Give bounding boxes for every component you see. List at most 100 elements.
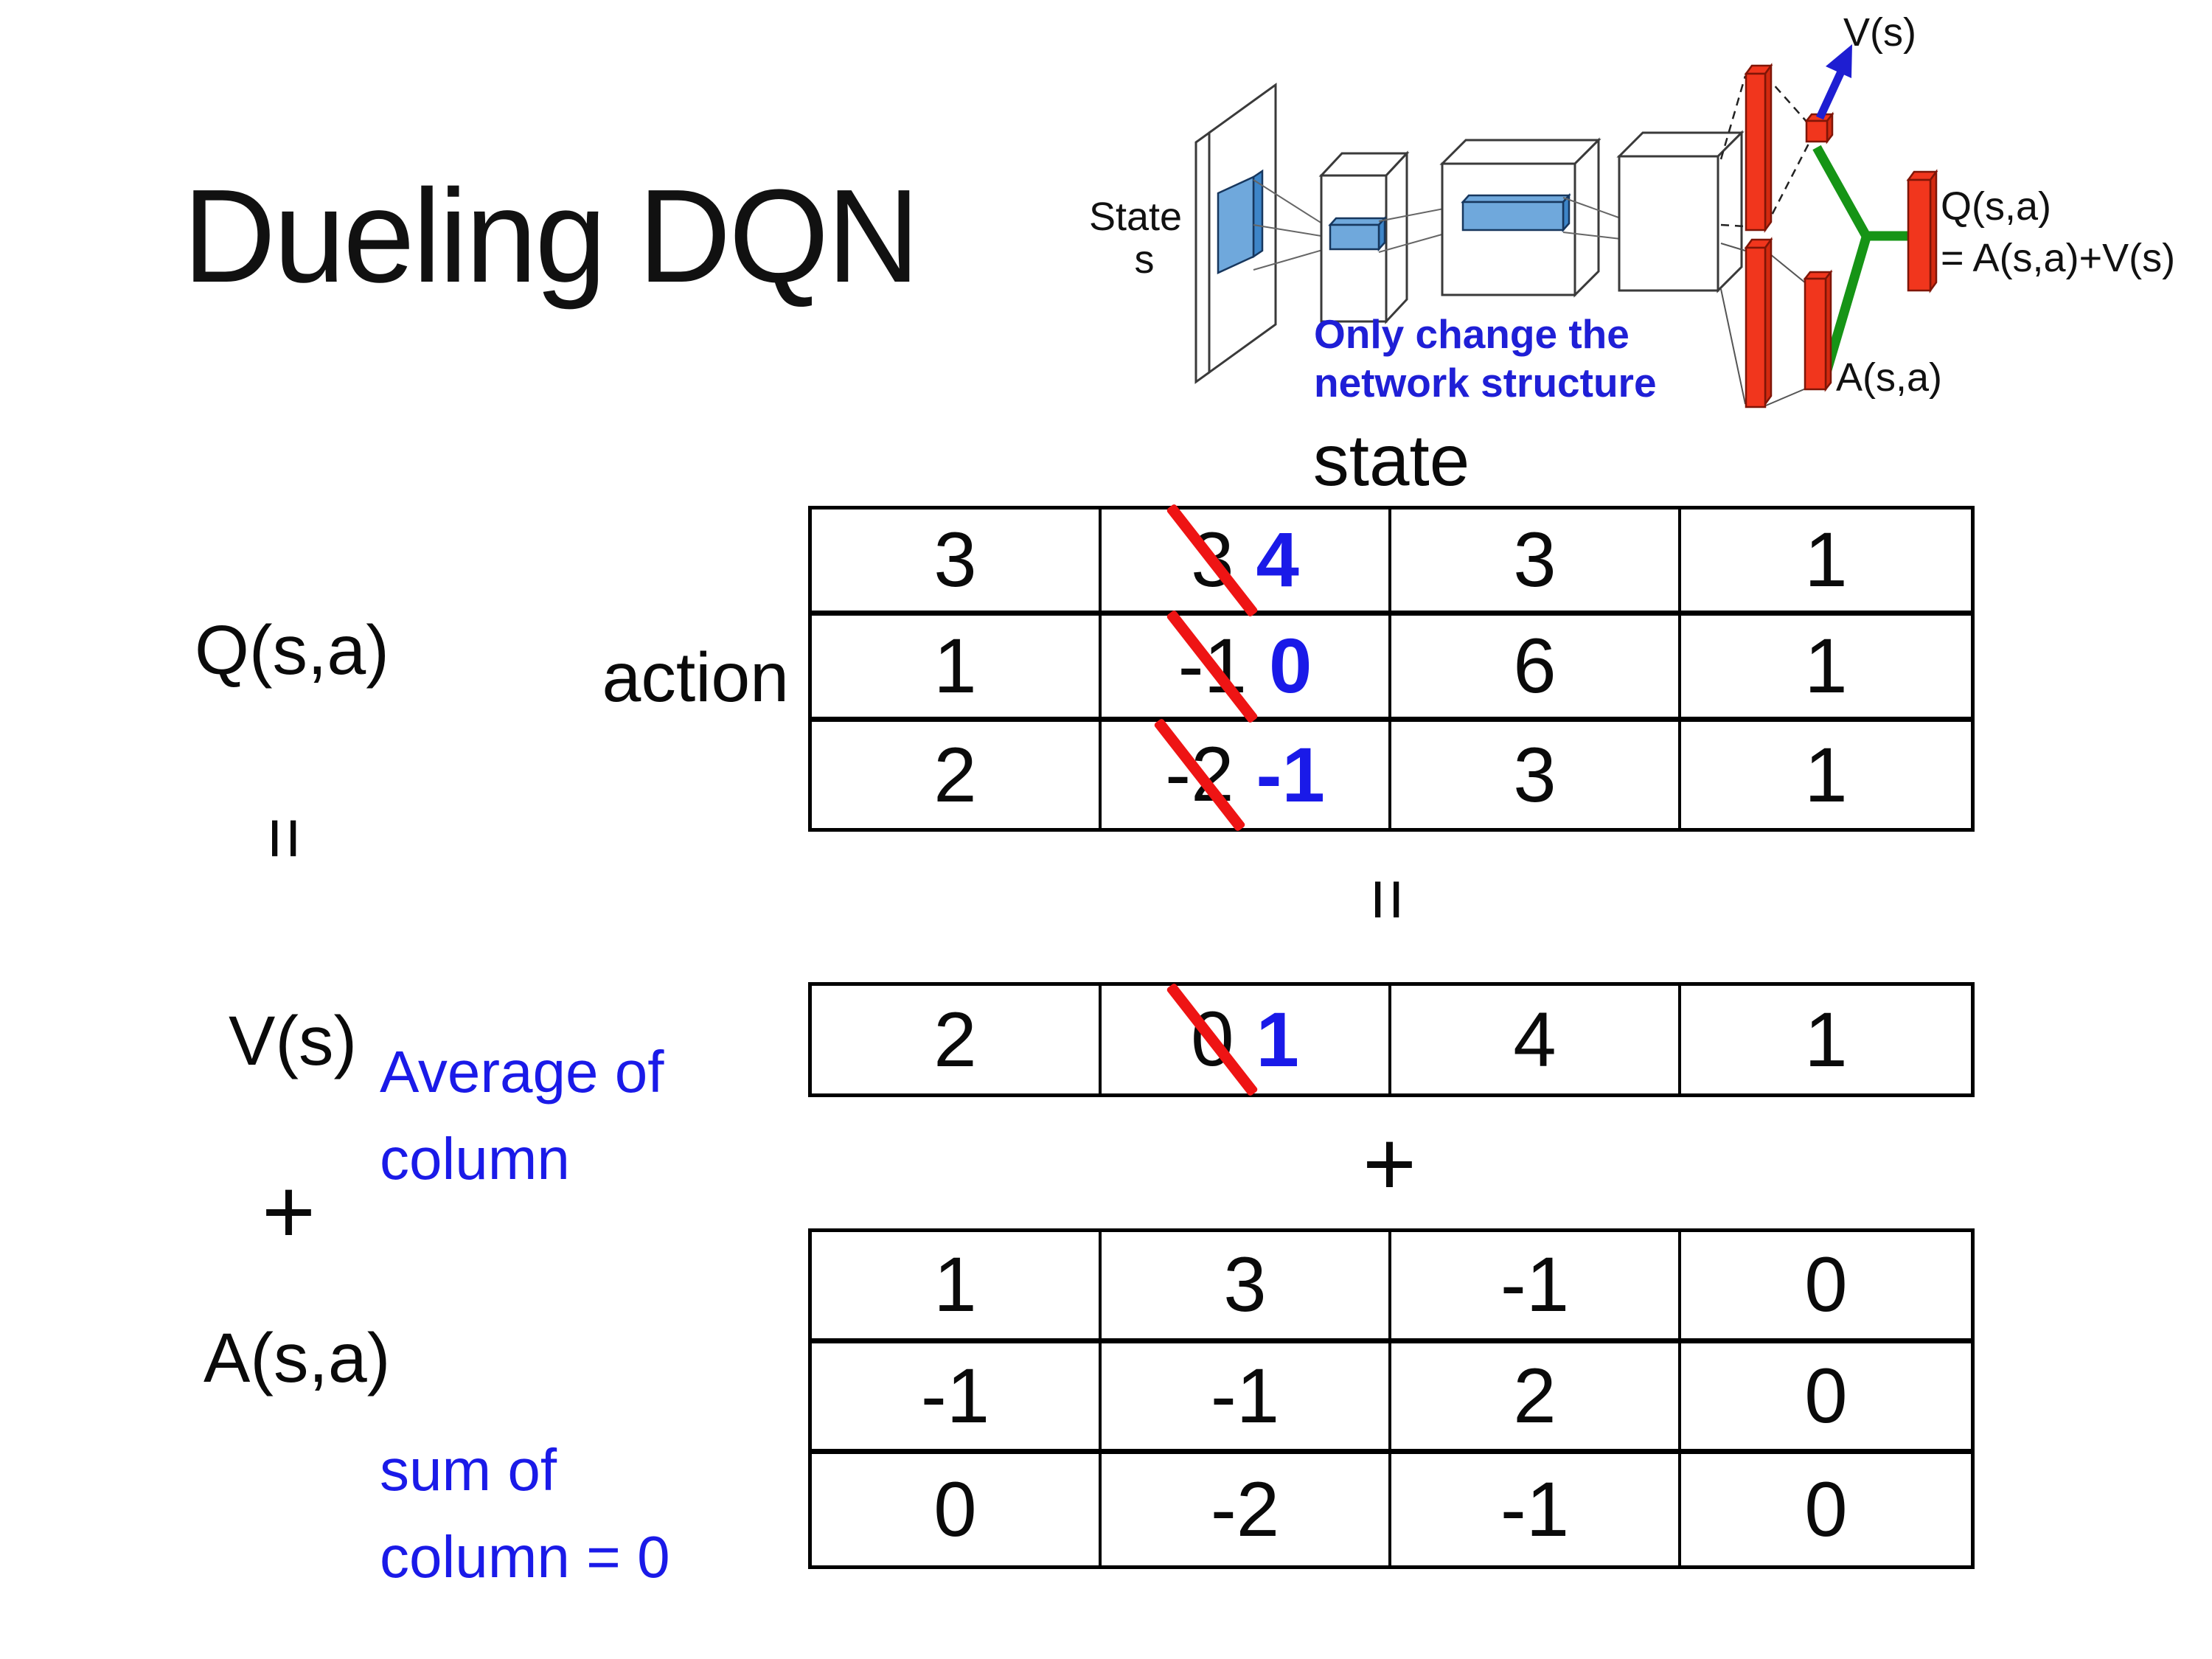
cell-value: 1 <box>933 623 977 709</box>
sum-of-column-note: sum of column = 0 <box>380 1427 670 1601</box>
table-cell: 1 <box>812 616 1102 722</box>
advantage-table: 1 3 -1 0 -1 -1 2 0 0 -2 -1 0 <box>808 1228 1975 1569</box>
input-panel-side <box>1194 131 1211 384</box>
plus-sign-left: + <box>262 1160 316 1263</box>
table-cell: 2 <box>1391 1343 1681 1455</box>
v-vector-label: V(s) <box>229 1002 358 1080</box>
cell-value: 0 <box>1804 1352 1848 1439</box>
corrected-value: -1 <box>1256 731 1325 818</box>
cell-value: -2 <box>1210 1467 1280 1554</box>
dashed-connection <box>1764 142 1811 227</box>
dashed-connection <box>1720 223 1746 228</box>
crossed-value: 0 <box>1166 982 1259 1097</box>
value-scalar-node <box>1804 111 1834 145</box>
table-cell: -1 <box>1391 1232 1681 1343</box>
cell-value: 1 <box>933 1242 977 1329</box>
connection-line <box>1253 224 1331 238</box>
v-output-arrow-head <box>1826 44 1852 78</box>
table-cell: -1 <box>812 1343 1102 1455</box>
corrected-value: 1 <box>1256 996 1299 1083</box>
table-cell: 1 <box>1681 722 1971 828</box>
conv-box-1-side <box>1385 150 1408 324</box>
cell-value: 1 <box>1804 731 1848 818</box>
advantage-vector-bar <box>1803 269 1833 392</box>
table-cell: -1 <box>1102 1343 1391 1455</box>
cell-value: 3 <box>1513 517 1557 603</box>
cell-value: 1 <box>1804 623 1848 709</box>
connection-line <box>1253 179 1331 229</box>
solid-connection <box>1765 388 1806 406</box>
table-cell: 3 <box>1391 722 1681 828</box>
table-cell-corrected: -1 0 <box>1102 608 1391 724</box>
conv-box-2-top <box>1439 139 1601 165</box>
table-cell: 1 <box>1681 509 1971 616</box>
diagram-state-label: State <box>1089 195 1182 239</box>
equals-sign-left: = <box>237 790 333 886</box>
v-value-table: 2 0 1 4 1 <box>808 982 1975 1097</box>
feature-bar-1-top <box>1328 217 1387 226</box>
conv-filter <box>1217 175 1255 274</box>
table-cell: 0 <box>1681 1454 1971 1565</box>
table-cell: -2 <box>1102 1454 1391 1565</box>
crossed-value: 3 <box>1166 502 1259 618</box>
table-cell: 3 <box>1391 509 1681 616</box>
feature-bar-2 <box>1461 201 1565 232</box>
table-cell: 2 <box>812 722 1102 828</box>
cell-value: -1 <box>1500 1467 1570 1554</box>
table-cell-corrected: -2 -1 <box>1102 717 1391 832</box>
diagram-note-line1: Only change the <box>1314 311 1630 357</box>
dashed-connection <box>1765 75 1809 124</box>
diagram-q-label: Q(s,a) <box>1941 184 2051 229</box>
table-cell: -1 <box>1391 1454 1681 1565</box>
cell-value: 0 <box>1804 1242 1848 1329</box>
conv-box-3 <box>1618 155 1719 292</box>
crossed-value: -1 <box>1166 608 1259 724</box>
table-cell: 0 <box>1681 1343 1971 1455</box>
solid-connection <box>1720 288 1746 405</box>
table-cell: 3 <box>812 509 1102 616</box>
equals-glyph: = <box>243 816 326 860</box>
q-matrix-label: Q(s,a) <box>195 611 389 689</box>
cell-value: 2 <box>933 996 977 1083</box>
solid-connection <box>1765 250 1806 284</box>
cell-value: -1 <box>920 1352 990 1439</box>
state-header: state <box>1312 420 1470 501</box>
slide-title: Dueling DQN <box>183 162 919 310</box>
feature-bar-2-top <box>1461 194 1571 204</box>
a-matrix-label: A(s,a) <box>204 1319 391 1397</box>
table-cell: 1 <box>812 1232 1102 1343</box>
equals-glyph: = <box>1346 877 1430 921</box>
q-value-table: 3 3 4 3 1 1 -1 0 6 1 2 -2 -1 3 1 <box>808 502 1975 832</box>
dueling-network-diagram: State s V(s) Q(s,a) = A(s,a)+V(s) A(s,a)… <box>1089 10 2175 408</box>
advantage-stream-merge-line <box>1820 236 1871 379</box>
diagram-v-label: V(s) <box>1843 10 1916 55</box>
table-cell-corrected: 0 1 <box>1102 982 1391 1097</box>
diagram-note-line2: network structure <box>1314 360 1657 406</box>
advantage-fc-bar <box>1744 237 1773 408</box>
table-cell-corrected: 3 4 <box>1102 502 1391 618</box>
dashed-connection <box>1719 75 1747 160</box>
crossed-value: -2 <box>1152 717 1246 832</box>
cell-value: 0 <box>1804 1467 1848 1554</box>
corrected-value: 4 <box>1256 517 1299 603</box>
cell-value: 0 <box>933 1467 977 1554</box>
action-label: action <box>602 639 789 717</box>
diagram-q-formula: = A(s,a)+V(s) <box>1941 236 2175 280</box>
feature-bar-1 <box>1329 223 1380 251</box>
table-cell: 2 <box>812 986 1102 1093</box>
diagram-a-label: A(s,a) <box>1836 355 1942 400</box>
table-cell: 6 <box>1391 616 1681 722</box>
average-of-column-note: Average of column <box>380 1029 664 1203</box>
table-cell: 1 <box>1681 616 1971 722</box>
connection-line <box>1253 247 1331 271</box>
cell-value: 2 <box>1513 1352 1557 1439</box>
v-output-arrow-shaft <box>1816 68 1846 120</box>
cell-value: 1 <box>1804 517 1848 603</box>
table-cell: 1 <box>1681 986 1971 1093</box>
connection-line <box>1562 197 1621 219</box>
q-output-bar <box>1906 169 1938 293</box>
diagram-state-sub: s <box>1135 237 1155 282</box>
note-line: column = 0 <box>380 1524 670 1590</box>
note-line: Average of <box>380 1039 664 1105</box>
